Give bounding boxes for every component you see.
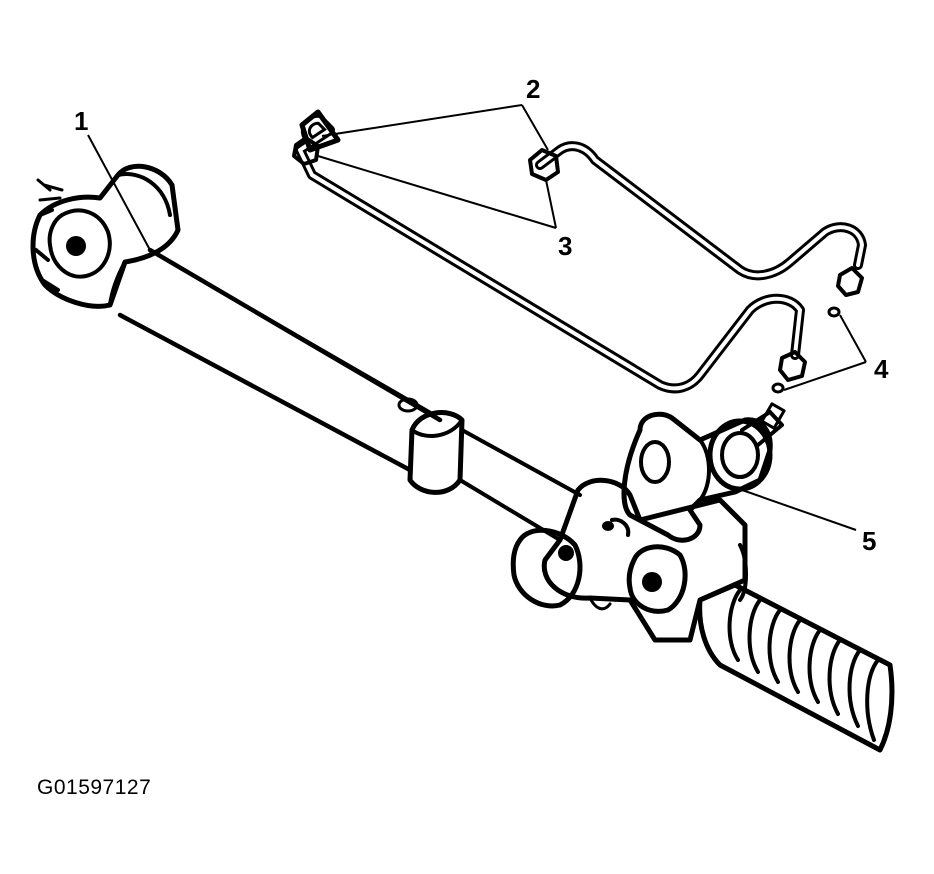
callout-3: 3 [558,231,572,261]
fitting-nut-center [528,148,560,182]
gear-housing-body [510,477,748,643]
pressure-line-upper [535,141,867,281]
o-ring-seal-lower [771,382,785,394]
figure-id: G01597127 [37,776,152,799]
leader-3a [317,155,557,229]
fitting-nut-right-upper [836,266,864,297]
leader-2a [321,104,523,137]
callout-5: 5 [862,526,876,556]
leader-5 [741,489,857,531]
rack-housing-tube [117,247,582,542]
fitting-nut-left [292,136,320,166]
o-ring-seal-upper [827,306,841,318]
pressure-line-lower [295,109,805,394]
callout-1: 1 [74,106,88,136]
left-mount-bushing [30,163,181,309]
callout-4: 4 [874,354,889,384]
leader-4b [783,361,867,391]
pinion-valve-housing [621,402,786,543]
leader-lines [87,104,867,531]
rack-boot-bellows [697,582,895,753]
leader-2b [521,104,549,151]
fitting-nut-right-lower [778,350,807,382]
leader-4a [839,314,867,363]
leader-3b [545,179,557,229]
leader-1 [87,134,151,251]
callout-2: 2 [526,74,540,104]
